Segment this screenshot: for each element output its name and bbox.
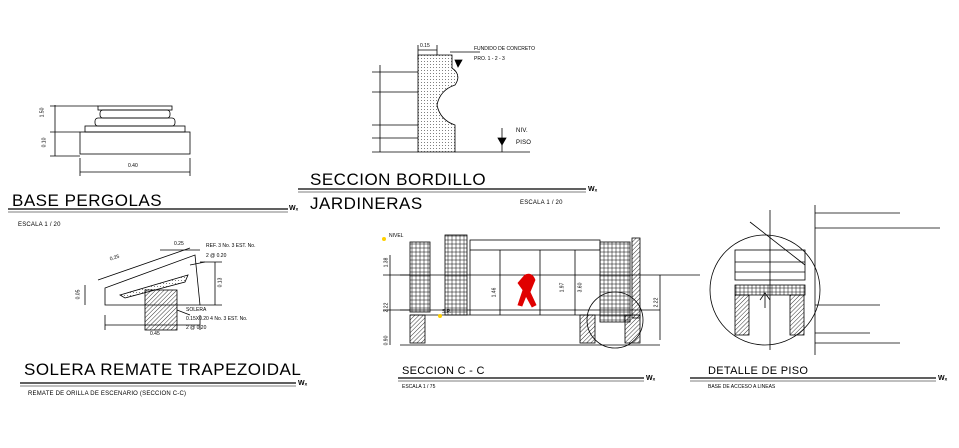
label-piso: PISO xyxy=(516,140,532,146)
title-detalle-piso: DETALLE DE PISO xyxy=(708,365,809,377)
title-solera: SOLERA REMATE TRAPEZOIDAL xyxy=(24,360,302,379)
solera-ref-1: REF. 3 No. 3 EST. No. xyxy=(206,243,256,249)
dim-solera-045: 0.45 xyxy=(150,331,160,337)
title-jardineras: JARDINERAS xyxy=(310,194,423,213)
bordillo-note-2: PRO. 1 - 2 - 3 xyxy=(474,56,505,62)
dim-solera-005: 0.05 xyxy=(75,289,82,300)
solera-sol-3: 2 @ 0.20 xyxy=(186,325,207,331)
dim-cc-197: 1.97 xyxy=(559,282,566,293)
dim-cc-146: 1.46 xyxy=(491,287,498,298)
dim-cc-222a: 2.22 xyxy=(383,302,390,313)
detalle-piso-drawing xyxy=(709,205,940,355)
bordillo-note-1: FUNDIDO DE CONCRETO xyxy=(474,46,536,52)
solera-sol-2: 0.15X0.20 4 No. 3 EST. No. xyxy=(186,316,248,322)
solera-drawing xyxy=(84,247,222,331)
dim-pergola-h2: 0.10 xyxy=(41,137,48,148)
title-seccion-bordillo: SECCION BORDILLO xyxy=(310,170,487,189)
dim-solera-013: 0.13 xyxy=(217,277,224,288)
title-base-pergolas: BASE PERGOLAS xyxy=(12,191,163,210)
dim-pergola-w: 0.40 xyxy=(128,163,138,169)
dim-solera-025b: 0.25 xyxy=(174,241,184,247)
bordillo-drawing xyxy=(372,45,530,153)
subtitle-solera-note: REMATE DE ORILLA DE ESCENARIO (SECCION C… xyxy=(28,391,187,397)
solera-sol-1: SOLERA xyxy=(186,307,207,313)
dim-pergola-h1: 1.50 xyxy=(39,107,46,118)
subtitle-cc-scale: ESCALA 1 / 75 xyxy=(402,384,436,390)
cc-label-nivel: NIVEL xyxy=(389,233,404,239)
title-seccion-cc: SECCION C - C xyxy=(402,365,485,377)
dim-cc-360: 3.60 xyxy=(577,282,584,293)
scale-mark-pergolas: Wₓ xyxy=(289,205,299,212)
scale-mark-cc: Wₓ xyxy=(646,375,656,382)
scale-mark-piso: Wₓ xyxy=(938,375,948,382)
seccion-cc-drawing xyxy=(382,234,700,349)
scale-mark-solera: Wₓ xyxy=(298,380,308,387)
label-niv: NIV. xyxy=(516,128,528,134)
solera-ref-2: 2 @ 0.20 xyxy=(206,253,227,259)
subtitle-pergolas-scale: ESCALA 1 / 20 xyxy=(18,222,61,228)
dim-cc-138: 1.38 xyxy=(383,257,390,268)
dim-cc-222b: 2.22 xyxy=(653,297,660,308)
base-pergolas-drawing xyxy=(50,105,191,176)
scale-mark-bordillo: Wₓ xyxy=(588,186,598,193)
subtitle-bordillo-scale: ESCALA 1 / 20 xyxy=(520,200,563,206)
subtitle-piso-note: BASE DE ACCESO A LINEAS xyxy=(708,384,776,390)
dim-cc-090: 0.90 xyxy=(383,335,390,346)
dim-bordillo-top: 0.15 xyxy=(420,43,430,49)
cc-label-sp: S.P. xyxy=(442,309,451,315)
